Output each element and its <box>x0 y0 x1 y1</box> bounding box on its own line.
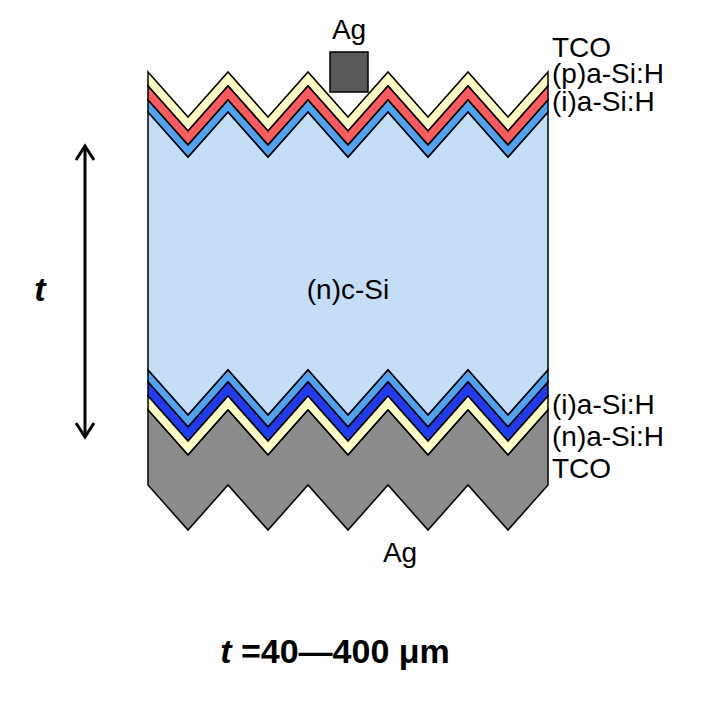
electrode-label: Ag <box>332 15 366 46</box>
wafer-region: (n)c-Si <box>299 271 397 310</box>
layer-label: (p)a-Si:H <box>552 59 664 90</box>
layer-label: (i)a-Si:H <box>552 87 655 118</box>
layer-name: (n)c-Si <box>307 275 389 306</box>
i-a-si-layer <box>148 100 548 157</box>
layer-label: TCO <box>552 454 611 485</box>
dimension-symbol: t <box>34 271 45 308</box>
p-a-si-layer <box>148 86 548 145</box>
layer-label: (n)a-Si:H <box>552 422 664 453</box>
layer-label: (i)a-Si:H <box>552 390 655 421</box>
silver-back-contact <box>148 410 548 530</box>
thickness-arrow <box>76 146 94 437</box>
dimension-range: t =40—400 μm <box>220 633 450 670</box>
electrode-label: Ag <box>383 538 417 569</box>
silver-finger <box>330 52 368 92</box>
